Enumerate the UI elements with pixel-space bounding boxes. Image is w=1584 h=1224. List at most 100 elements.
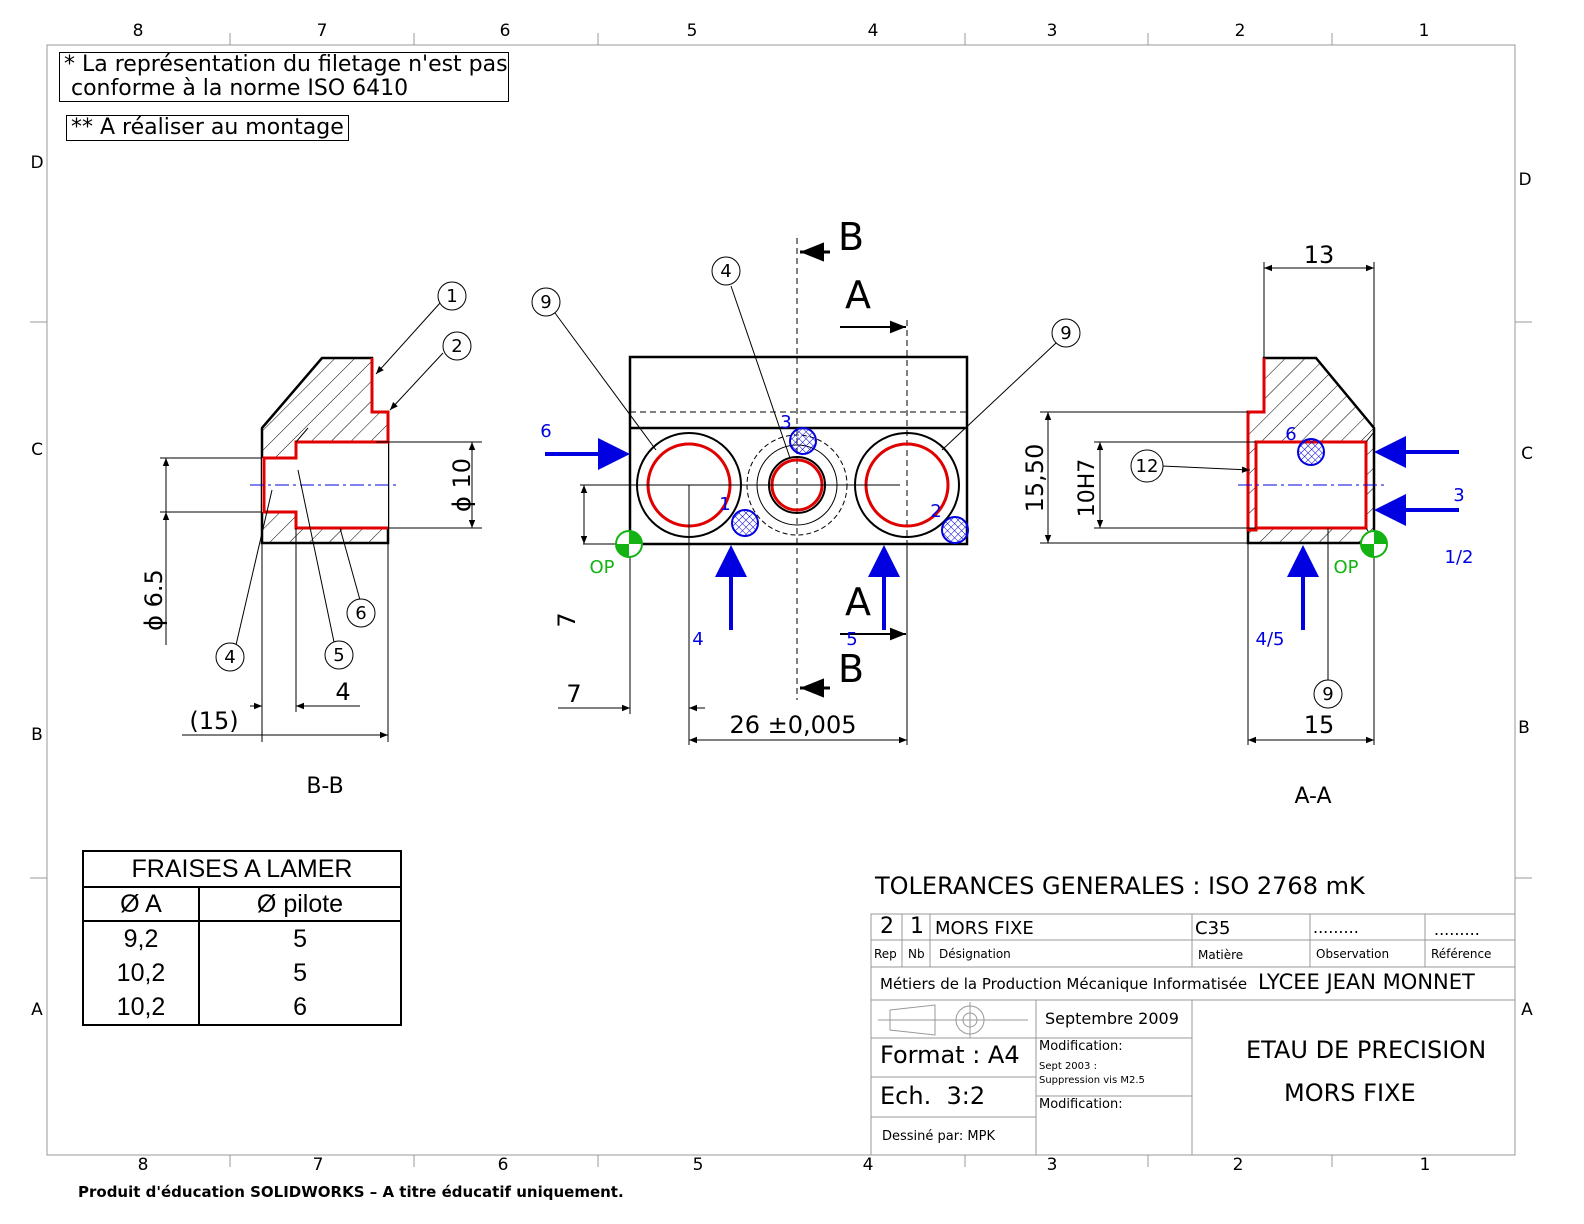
col-label: 8 [133,21,144,41]
col-label: 4 [868,21,879,41]
thread-note: * La représentation du filetage n'est pa… [59,52,509,102]
table-cell: 10,2 [81,990,201,1026]
col-label: 1 [1419,21,1430,41]
support-label: 1 [719,494,730,515]
support-label: 2 [930,501,941,522]
col-label: 4 [863,1155,874,1175]
table-row: 10,2 5 [81,956,402,990]
tb-modification-label: Modification: [1039,1039,1123,1054]
dim-15-ref: (15) [189,707,238,735]
dim-10h7: 10H7 [1075,459,1100,518]
support-arrows [545,438,900,630]
table-row: 9,2 5 [81,921,402,956]
tb-scale: Ech. 3:2 [880,1082,986,1110]
callout-2: 2 [451,336,462,357]
tb-matiere: C35 [1195,918,1231,939]
table-cell: 6 [198,990,402,1026]
col-label: 6 [498,1155,509,1175]
dim-7-horizontal: 7 [566,680,581,708]
origin-label: OP [1333,557,1358,578]
view-label-bb: B-B [306,774,343,799]
support-label: 3 [1453,485,1464,506]
col-label: 2 [1233,1155,1244,1175]
view-label-aa: A-A [1294,784,1331,809]
tb-modification-label: Modification: [1039,1097,1123,1112]
support-label: 1/2 [1445,547,1474,568]
origin-label: OP [589,557,614,578]
tb-course: Métiers de la Production Mécanique Infor… [880,975,1248,993]
tb-rep: 2 [880,914,894,939]
table-title: FRAISES A LAMER [82,850,402,888]
bb-red-contour [262,358,390,530]
callout-9: 9 [1322,684,1333,705]
column-labels-bottom: 8 7 6 5 4 3 2 1 [138,1155,1431,1175]
support-label: 3 [780,412,791,433]
row-label: C [31,440,43,460]
row-label: C [1521,444,1533,464]
col-label: 3 [1047,21,1058,41]
dim-7-vertical: 7 [553,612,581,627]
table-row: 10,2 6 [81,990,402,1026]
dim-dia65: ϕ 6.5 [140,569,168,631]
support-label: 4/5 [1256,629,1285,650]
cut-letter-b: B [838,215,864,259]
row-label: D [1518,170,1531,190]
tb-reference: ......... [1434,920,1480,939]
dim-15-50: 15,50 [1021,444,1049,513]
tb-modification-text: Sept 2003 : Suppression vis M2.5 [1039,1061,1145,1086]
origin-symbol: OP [589,530,643,578]
table-header: Ø pilote [198,886,402,922]
col-label: 5 [693,1155,704,1175]
projection-symbol-icon [878,1002,1028,1038]
tb-school: LYCEE JEAN MONNET [1258,970,1475,994]
tb-label-observation: Observation [1316,947,1390,961]
col-label: 7 [313,1155,324,1175]
cut-letter-b: B [838,647,864,691]
tb-nb: 1 [910,914,924,939]
support-label: 6 [1285,424,1296,445]
col-label: 1 [1420,1155,1431,1175]
table-header: Ø A [81,886,201,922]
tb-label-rep: Rep [874,947,897,961]
table-cell: 5 [198,956,402,990]
title-block-frame [870,913,1516,1156]
col-label: 6 [500,21,511,41]
callout-12: 12 [1136,456,1159,477]
support-label: 5 [846,629,857,650]
table-cell: 9,2 [81,921,201,956]
sheet-frame [30,33,1532,1167]
assembly-note: ** A réaliser au montage [66,115,349,141]
tb-label-nb: Nb [908,947,925,961]
general-tolerances: TOLERANCES GENERALES : ISO 2768 mK [875,872,1365,900]
callout-4: 4 [720,261,731,282]
row-label: A [1521,1000,1533,1020]
dim-4: 4 [335,678,350,706]
section-bb-view: ϕ 10 ϕ 6.5 4 (15) 1 2 6 4 [140,281,482,799]
col-label: 5 [687,21,698,41]
table-cell: 10,2 [81,956,201,990]
col-label: 2 [1235,21,1246,41]
callout-9: 9 [1060,323,1071,344]
callout-5: 5 [333,645,344,666]
col-label: 3 [1047,1155,1058,1175]
dim-dia10: ϕ 10 [448,458,476,512]
tb-drawn-by: Dessiné par: MPK [882,1129,995,1144]
callout-6: 6 [355,603,366,624]
cut-letter-a: A [845,273,871,317]
callout-4: 4 [224,647,235,668]
row-label: B [1518,718,1530,738]
callout-1: 1 [446,286,457,307]
column-labels-top: 8 7 6 5 4 3 2 1 [133,21,1430,41]
support-label: 6 [540,421,551,442]
tb-observation: ......... [1313,918,1359,937]
front-view: B A A B 7 7 26 ±0,005 9 4 9 [531,215,1081,745]
table-cell: 5 [198,921,402,956]
tb-project: ETAU DE PRECISION [1246,1036,1487,1064]
educational-footer: Produit d'éducation SOLIDWORKS – A titre… [78,1183,624,1201]
tb-date: Septembre 2009 [1045,1009,1179,1028]
cut-letter-a: A [845,580,871,624]
support-label: 4 [692,629,703,650]
row-label: D [30,153,43,173]
dim-15: 15 [1304,711,1335,739]
